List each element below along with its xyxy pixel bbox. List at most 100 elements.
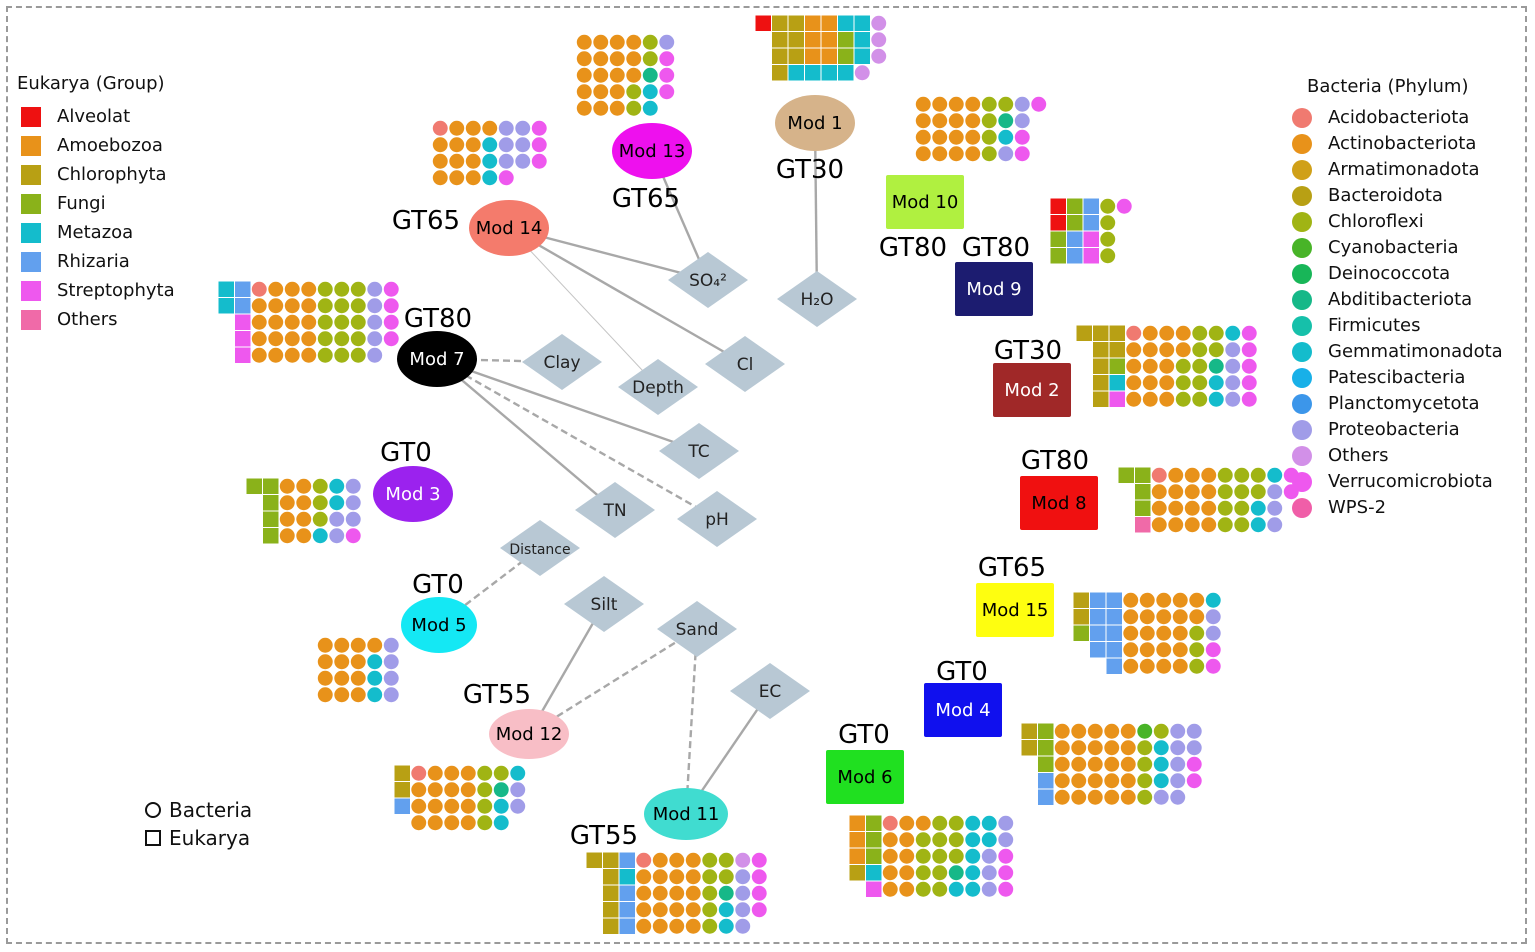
waffle-dot: [932, 96, 948, 112]
waffle-dot: [1071, 773, 1087, 789]
waffle-dot: [659, 67, 675, 83]
waffle-dot: [735, 902, 751, 918]
waffle-dot: [1139, 609, 1155, 625]
waffle-dot: [1201, 517, 1217, 533]
variable-label: H₂O: [801, 290, 834, 310]
waffle-dot: [1104, 789, 1120, 805]
waffle-dot: [1126, 391, 1142, 407]
waffle-dot: [1100, 215, 1116, 231]
waffle-w15: [1073, 592, 1221, 674]
waffle-square: [821, 65, 837, 81]
waffle-dot: [1156, 658, 1172, 674]
waffle-square: [849, 832, 865, 848]
waffle-dot: [915, 832, 931, 848]
waffle-square: [821, 48, 837, 64]
waffle-w3: [246, 478, 361, 544]
waffle-dot: [948, 129, 964, 145]
module-label: Mod 14: [476, 218, 543, 239]
waffle-dot: [1267, 484, 1283, 500]
waffle-square: [821, 15, 837, 31]
waffle-dot: [268, 331, 284, 347]
module-gt-label: GT30: [776, 155, 844, 185]
waffle-w2: [1076, 325, 1257, 407]
waffle-dot: [251, 314, 267, 330]
waffle-dot: [735, 869, 751, 885]
waffle-dot: [1192, 342, 1208, 358]
eukarya-legend-title: Eukarya (Group): [17, 73, 165, 94]
module-node-circle: [489, 709, 569, 759]
bacteria-legend-item: Abditibacteriota: [1292, 289, 1472, 310]
waffle-dot: [383, 314, 399, 330]
waffle-dot: [383, 654, 399, 670]
module-node-circle: [469, 200, 549, 256]
bacteria-legend-swatch: [1292, 471, 1312, 492]
bacteria-legend-swatch: [1292, 185, 1312, 206]
waffle-dot: [1120, 773, 1136, 789]
waffle-dot: [1225, 358, 1241, 374]
waffle-dot: [751, 869, 767, 885]
waffle-dot: [1168, 467, 1184, 483]
waffle-square: [1067, 248, 1083, 264]
waffle-dot: [493, 815, 509, 831]
module-gt-label: GT80: [962, 233, 1030, 263]
waffle-dot: [350, 654, 366, 670]
waffle-dot: [1014, 146, 1030, 162]
waffle-dot: [1142, 375, 1158, 391]
waffle-dot: [998, 865, 1014, 881]
module-label: Mod 8: [1031, 493, 1086, 514]
waffle-square: [1106, 592, 1122, 608]
waffle-dot: [593, 34, 609, 50]
waffle-dot: [1087, 789, 1103, 805]
module-gt-label: GT0: [380, 438, 432, 468]
waffle-dot: [1120, 756, 1136, 772]
waffle-w8: [1118, 467, 1299, 533]
waffle-dot: [636, 902, 652, 918]
waffle-square: [821, 32, 837, 48]
waffle-square: [1135, 467, 1151, 483]
waffle-w7: [218, 281, 399, 363]
waffle-dot: [932, 865, 948, 881]
waffle-dot: [493, 765, 509, 781]
waffle-dot: [932, 881, 948, 897]
waffle-dot: [498, 170, 514, 186]
waffle-dot: [1137, 740, 1153, 756]
waffle-dot: [317, 331, 333, 347]
waffle-square: [788, 32, 804, 48]
waffle-dot: [652, 918, 668, 934]
waffle-dot: [718, 918, 734, 934]
waffle-dot: [334, 670, 350, 686]
bacteria-legend-swatch: [1292, 341, 1312, 362]
waffle-dot: [1217, 517, 1233, 533]
waffle-dot: [659, 84, 675, 100]
variable-dist: Distance: [500, 520, 580, 576]
bacteria-legend-swatch: [1292, 445, 1312, 466]
bacteria-legend-label: Abditibacteriota: [1328, 289, 1473, 310]
waffle-dot: [1123, 658, 1139, 674]
waffle-dot: [899, 865, 915, 881]
bacteria-legend-swatch: [1292, 159, 1312, 180]
waffle-dot: [279, 478, 295, 494]
waffle-dot: [636, 885, 652, 901]
waffle-dot: [899, 881, 915, 897]
waffle-dot: [1170, 789, 1186, 805]
module-label: Mod 5: [411, 615, 466, 636]
waffle-dot: [1151, 467, 1167, 483]
waffle-dot: [1137, 789, 1153, 805]
waffle-dot: [334, 687, 350, 703]
waffle-dot: [1168, 517, 1184, 533]
waffle-square: [1067, 231, 1083, 247]
waffle-square: [805, 32, 821, 48]
waffle-dot: [626, 100, 642, 116]
waffle-dot: [432, 170, 448, 186]
waffle-square: [854, 32, 870, 48]
waffle-dot: [465, 120, 481, 136]
variable-diamond: [705, 336, 785, 392]
waffle-dot: [998, 848, 1014, 864]
bacteria-legend-label: Chloroflexi: [1328, 211, 1424, 232]
waffle-square: [1038, 740, 1054, 756]
waffle-square: [805, 48, 821, 64]
waffle-dot: [367, 298, 383, 314]
waffle-square: [788, 15, 804, 31]
